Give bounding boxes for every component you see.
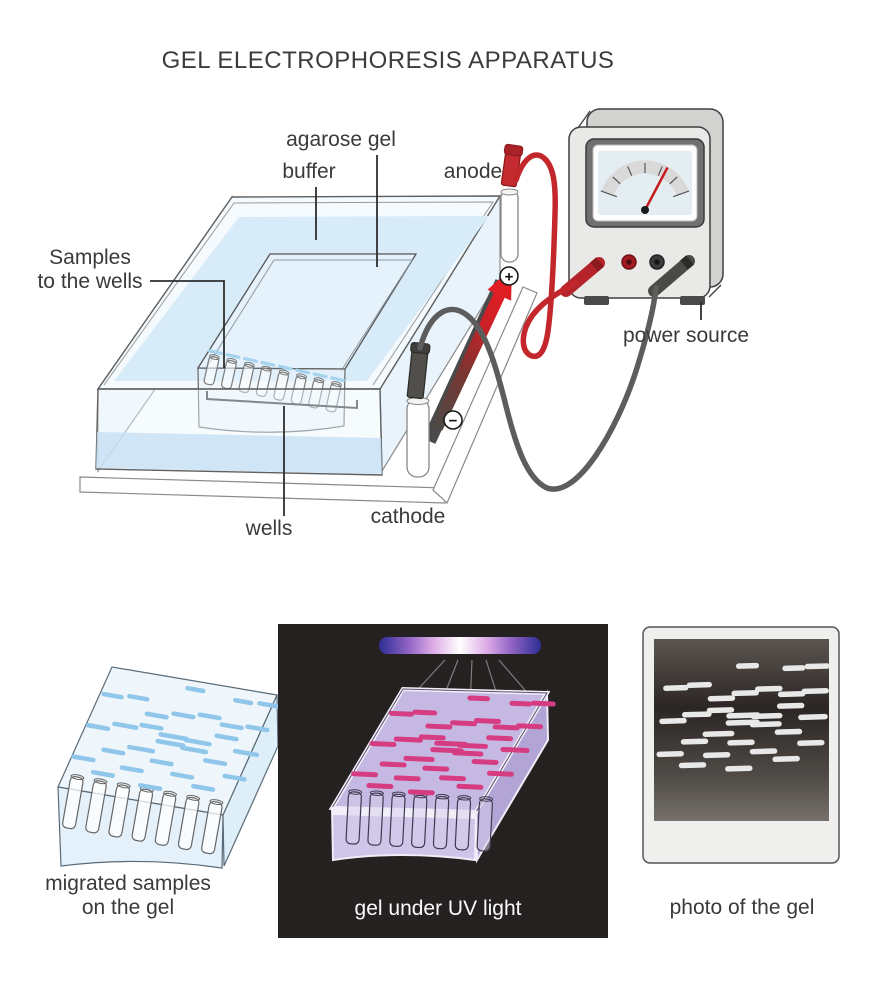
minus-symbol: − (449, 413, 458, 430)
cathode-electrode (406, 341, 431, 478)
apparatus-wells (203, 349, 345, 413)
meter-ticks (600, 163, 690, 198)
migrated-gel-bands (71, 685, 280, 792)
caption-uv-gel: gel under UV light (354, 897, 522, 920)
cathode-cable (417, 285, 659, 492)
anode-cable (513, 152, 579, 360)
migrated-gel-wells (62, 774, 224, 855)
buffer-front (96, 432, 382, 474)
panel-migrated-gel (57, 666, 280, 869)
label-samples-line2: to the wells (37, 270, 143, 293)
label-samples-line1: Samples (49, 246, 131, 269)
electrode-assembly: − + (406, 143, 524, 478)
plus-terminal-badge (499, 266, 519, 286)
power-source-foot (680, 296, 705, 305)
label-samples: Samples to the wells (37, 246, 142, 294)
plus-symbol: + (505, 269, 514, 286)
cables (417, 152, 659, 492)
panel-photo (642, 626, 840, 864)
caption-migrated-gel: migrated samples on the gel (45, 872, 211, 920)
gel-tray (196, 253, 418, 433)
photo-bands (656, 662, 830, 772)
voltage-meter (585, 138, 705, 228)
label-buffer: buffer (282, 160, 336, 183)
base-platform (79, 286, 538, 505)
uv-gel-bands (351, 695, 556, 796)
label-power-source: power source (622, 324, 750, 347)
caption-migrated-line2: on the gel (81, 896, 175, 919)
caption-photo: photo of the gel (669, 896, 815, 919)
anode-electrode (500, 143, 524, 263)
samples-leader (150, 280, 225, 368)
label-cathode: cathode (370, 505, 446, 528)
panel-uv (278, 624, 608, 938)
uv-gel-wells (345, 789, 494, 852)
leader-lines (150, 155, 702, 516)
wells-bracket (206, 391, 358, 410)
label-anode: anode (443, 160, 503, 183)
power-black-plug (648, 255, 695, 297)
page-title: GEL ELECTROPHORESIS APPARATUS (161, 47, 615, 74)
label-wells: wells (245, 517, 293, 540)
power-source-unit (560, 108, 724, 305)
meter-needle (643, 166, 669, 211)
minus-terminal-badge (443, 410, 463, 430)
power-source-foot (584, 296, 609, 305)
label-agarose-gel: agarose gel (286, 128, 396, 151)
uv-lamp (379, 637, 541, 654)
caption-migrated-line1: migrated samples (45, 872, 211, 895)
migration-arrow (431, 268, 512, 431)
